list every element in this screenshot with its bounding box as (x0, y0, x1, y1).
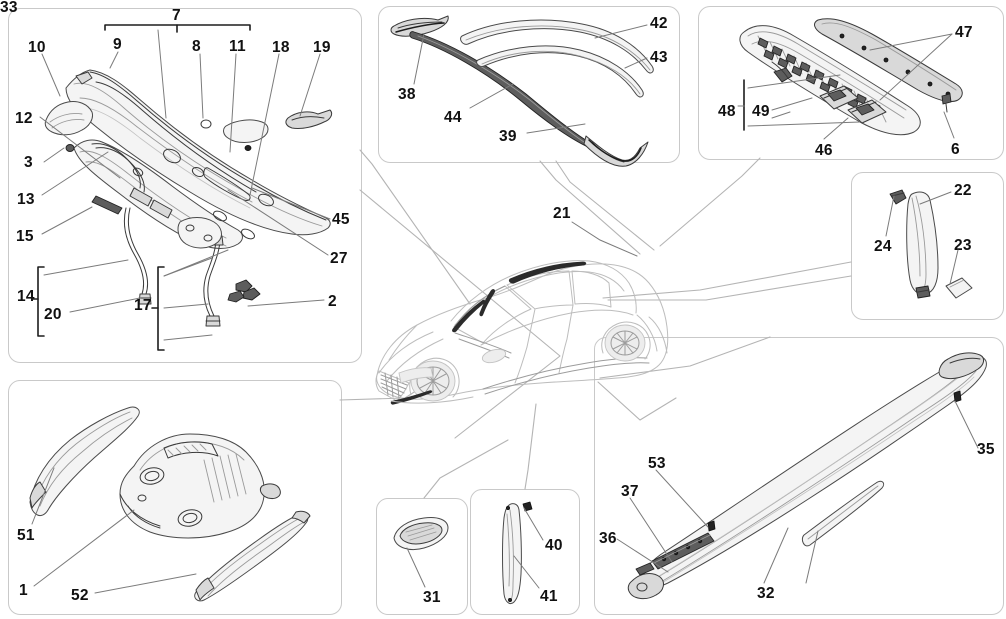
callout-7: 7 (172, 7, 181, 24)
callout-13: 13 (17, 191, 35, 208)
callout-20: 20 (44, 306, 62, 323)
callout-49: 49 (752, 103, 770, 120)
callout-42: 42 (650, 15, 668, 32)
callout-35: 35 (977, 441, 995, 458)
callout-44: 44 (444, 109, 462, 126)
panel-rear-shelf (698, 6, 1004, 160)
callout-33: 33 (0, 0, 18, 16)
callout-21: 21 (553, 205, 571, 222)
callout-43: 43 (650, 49, 668, 66)
callout-3: 3 (24, 154, 33, 171)
cowl-assembly-art (30, 48, 350, 348)
callout-8: 8 (192, 38, 201, 55)
callout-6: 6 (951, 141, 960, 158)
callout-23: 23 (954, 237, 972, 254)
callout-19: 19 (313, 39, 331, 56)
callout-46: 46 (815, 142, 833, 159)
callout-17: 17 (134, 297, 152, 314)
callout-45: 45 (332, 211, 350, 228)
callout-48: 48 (718, 103, 736, 120)
callout-1: 1 (19, 582, 28, 599)
callout-51: 51 (17, 527, 35, 544)
callout-31: 31 (423, 589, 441, 606)
callout-9: 9 (113, 36, 122, 53)
vehicle-illustration (355, 205, 685, 470)
panel-small-cover (376, 498, 468, 615)
callout-18: 18 (272, 39, 290, 56)
callout-39: 39 (499, 128, 517, 145)
engine-cover-art (18, 392, 333, 607)
callout-2: 2 (328, 293, 337, 310)
roof-mouldings-art (386, 14, 674, 167)
callout-12: 12 (15, 110, 33, 127)
callout-38: 38 (398, 86, 416, 103)
panel-sill-mouldings (594, 337, 1004, 615)
vertical-strip-art (492, 498, 542, 608)
callout-15: 15 (16, 228, 34, 245)
callout-27: 27 (330, 250, 348, 267)
callout-37: 37 (621, 483, 639, 500)
sill-mouldings-art (608, 345, 996, 600)
pillar-trim-art (868, 184, 988, 309)
callout-32: 32 (757, 585, 775, 602)
panel-engine-cover (8, 380, 342, 615)
small-cover-art (386, 510, 456, 570)
callout-47: 47 (955, 24, 973, 41)
callout-22: 22 (954, 182, 972, 199)
callout-14: 14 (17, 288, 35, 305)
callout-53: 53 (648, 455, 666, 472)
panel-cowl-assembly (8, 8, 362, 363)
callout-10: 10 (28, 39, 46, 56)
panel-pillar-trim (851, 172, 1004, 320)
callout-41: 41 (540, 588, 558, 605)
callout-36: 36 (599, 530, 617, 547)
callout-40: 40 (545, 537, 563, 554)
panel-roof-mouldings (378, 6, 680, 163)
callout-24: 24 (874, 238, 892, 255)
callout-11: 11 (229, 38, 246, 55)
callout-52: 52 (71, 587, 89, 604)
